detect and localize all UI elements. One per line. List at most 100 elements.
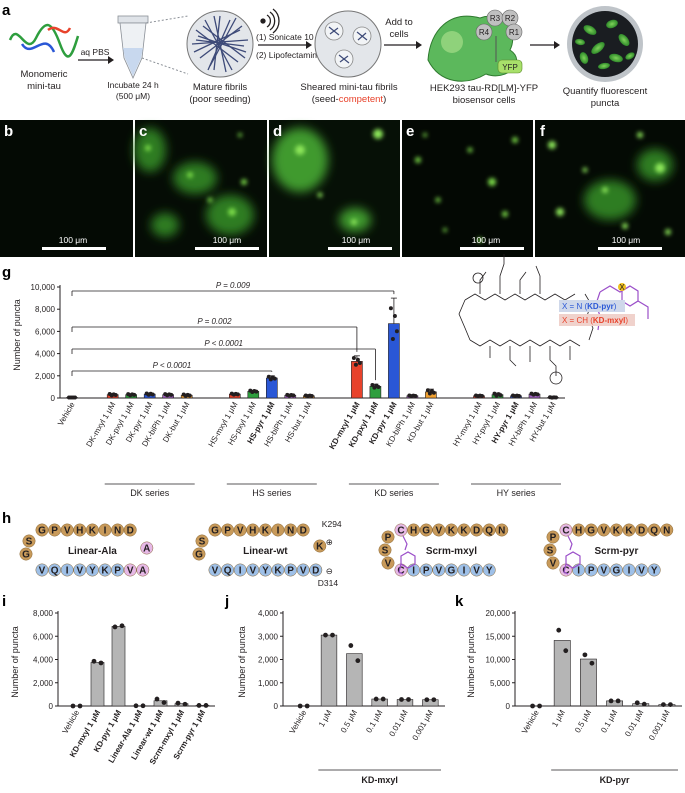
peptide-linear-ala-residue: D — [127, 525, 134, 536]
i-chart-point — [175, 700, 181, 706]
peptide-scrm-pyr-residue: G — [613, 565, 621, 576]
scale-bar-c — [195, 247, 259, 250]
chart-g-point — [390, 336, 395, 341]
peptide-scrm-mxyl-residue: P — [423, 565, 430, 576]
peptide-scrm-pyr-bead — [543, 543, 557, 557]
i-chart-point — [112, 624, 118, 630]
chart-g-point — [498, 393, 503, 398]
peptide-scrm-mxyl-residue: I — [463, 565, 466, 576]
chart-g-point — [73, 395, 77, 400]
j-chart-bar — [346, 653, 363, 707]
chart-g-point — [187, 393, 192, 398]
j-chart-point — [348, 643, 354, 648]
peptide-scrm-mxyl-residue: D — [473, 525, 480, 536]
j-chart-xlabel: 0.5 μM — [339, 708, 359, 734]
k-chart-ytick-label: 15,000 — [486, 632, 511, 641]
panel-label-g: g — [2, 264, 11, 281]
chart-g-point — [535, 392, 540, 397]
scale-label-c: 100 μm — [213, 235, 242, 245]
i-chart-bar — [174, 703, 189, 707]
zoom-line-bottom — [141, 57, 189, 75]
peptide-scrm-pyr-linker-ring — [565, 551, 581, 569]
peptide-linear-ala-residue: N — [114, 525, 121, 536]
chart-g-point — [351, 356, 356, 361]
micrograph-d — [269, 120, 400, 257]
peptide-scrm-pyr-residue: Y — [651, 565, 658, 576]
peptide-linear-ala-residue: G — [38, 525, 46, 536]
j-chart-ytick-label: 0 — [274, 702, 279, 711]
micrograph-b — [0, 120, 133, 257]
chart-g-ylabel: Number of puncta — [12, 299, 22, 371]
k-chart-xlabel: 0.01 μM — [623, 708, 645, 738]
chart-g-point — [150, 392, 155, 397]
chart-g-group-label: DK series — [130, 488, 170, 498]
peptide-scrm-mxyl-residue: V — [473, 565, 480, 576]
i-chart-xlabel: Vehicle — [61, 708, 82, 735]
quantify-well-icon — [567, 6, 643, 82]
panel-label-e: e — [406, 123, 414, 140]
peptide-linear-ala-bead — [19, 547, 33, 561]
k-chart-xlabel: 1 μM — [550, 708, 567, 728]
peptide-linear-wt-bead — [192, 547, 206, 561]
peptide-scrm-mxyl-bead — [482, 563, 496, 577]
legend-pyr-box — [559, 300, 625, 312]
micrograph-f — [535, 120, 685, 257]
peptide-linear-wt-residue: H — [249, 525, 256, 536]
sheared-label-1: Sheared mini-tau fibrils — [300, 82, 397, 93]
i-chart-point — [182, 701, 188, 707]
j-chart-bar — [396, 699, 414, 707]
k-chart-point — [537, 703, 542, 709]
peptide-linear-ala-residue: A — [139, 565, 146, 576]
peptide-scrm-mxyl-linker-ring — [400, 551, 416, 569]
peptide-scrm-mxyl-residue: Y — [486, 565, 493, 576]
peptide-linear-ala-residue: V — [39, 565, 46, 576]
repeat-r3: R3 — [490, 14, 501, 23]
j-chart-point — [380, 696, 386, 702]
chart-g-point — [376, 385, 381, 390]
peptide-scrm-mxyl-residue: P — [385, 532, 392, 543]
j-chart-point — [297, 703, 303, 709]
peptide-linear-ala-residue: Y — [89, 565, 96, 576]
peptide-linear-ala-bead — [22, 534, 36, 548]
panel-label-h: h — [2, 510, 11, 527]
panel-label-i: i — [2, 593, 6, 610]
chart-g-point — [517, 393, 521, 398]
chart-g-group-label: HS series — [252, 488, 292, 498]
panel-label-a: a — [2, 2, 11, 19]
i-chart-point — [196, 703, 202, 708]
i-chart-point — [70, 703, 76, 709]
chart-g-pvalue: P = 0.009 — [216, 281, 251, 290]
j-chart-point — [431, 697, 437, 703]
k-chart-ytick-label: 20,000 — [486, 609, 511, 618]
peptide-scrm-mxyl-linker-tail — [398, 563, 404, 575]
chart-g-xlabel: Vehicle — [56, 400, 77, 427]
peptide-scrm-pyr-residue: I — [577, 565, 580, 576]
peptide-scrm-mxyl-bead — [495, 523, 509, 537]
aq-pbs-label: aq PBS — [81, 47, 110, 57]
i-chart-point — [91, 658, 97, 664]
peptide-scrm-pyr-linker — [567, 535, 573, 551]
peptide-linear-wt-residue: K — [274, 565, 282, 576]
k-chart-point — [615, 698, 621, 704]
peptide-linear-ala-bead — [140, 541, 154, 555]
scale-bar-e — [460, 247, 524, 250]
chart-g-point — [309, 393, 314, 398]
chart-g-point — [254, 389, 259, 394]
chart-g-ytick-label: 6,000 — [35, 327, 56, 336]
monomeric-label-2: mini-tau — [27, 81, 61, 92]
j-chart-xlabel: 0.1 μM — [364, 708, 384, 734]
k-chart-xlabel: 0.1 μM — [599, 708, 619, 734]
peptide-scrm-pyr-residue: P — [550, 532, 557, 543]
arrow-1-head — [108, 56, 114, 64]
peptide-linear-ala-residue: H — [76, 525, 83, 536]
j-chart-ytick-label: 3,000 — [258, 632, 279, 641]
scale-label-f: 100 μm — [612, 235, 641, 245]
peptide-scrm-mxyl-residue: K — [460, 525, 468, 536]
scale-bars: 100 μm 100 μm 100 μm 100 μm 100 μm — [42, 235, 662, 250]
micrograph-e — [402, 120, 533, 257]
peptide-scrm-pyr-residue: N — [663, 525, 670, 536]
peptide-linear-wt-name: Linear-wt — [243, 546, 288, 557]
chart-g-point — [169, 392, 174, 397]
repeat-r4: R4 — [479, 28, 490, 37]
yfp-label: YFP — [502, 63, 518, 72]
